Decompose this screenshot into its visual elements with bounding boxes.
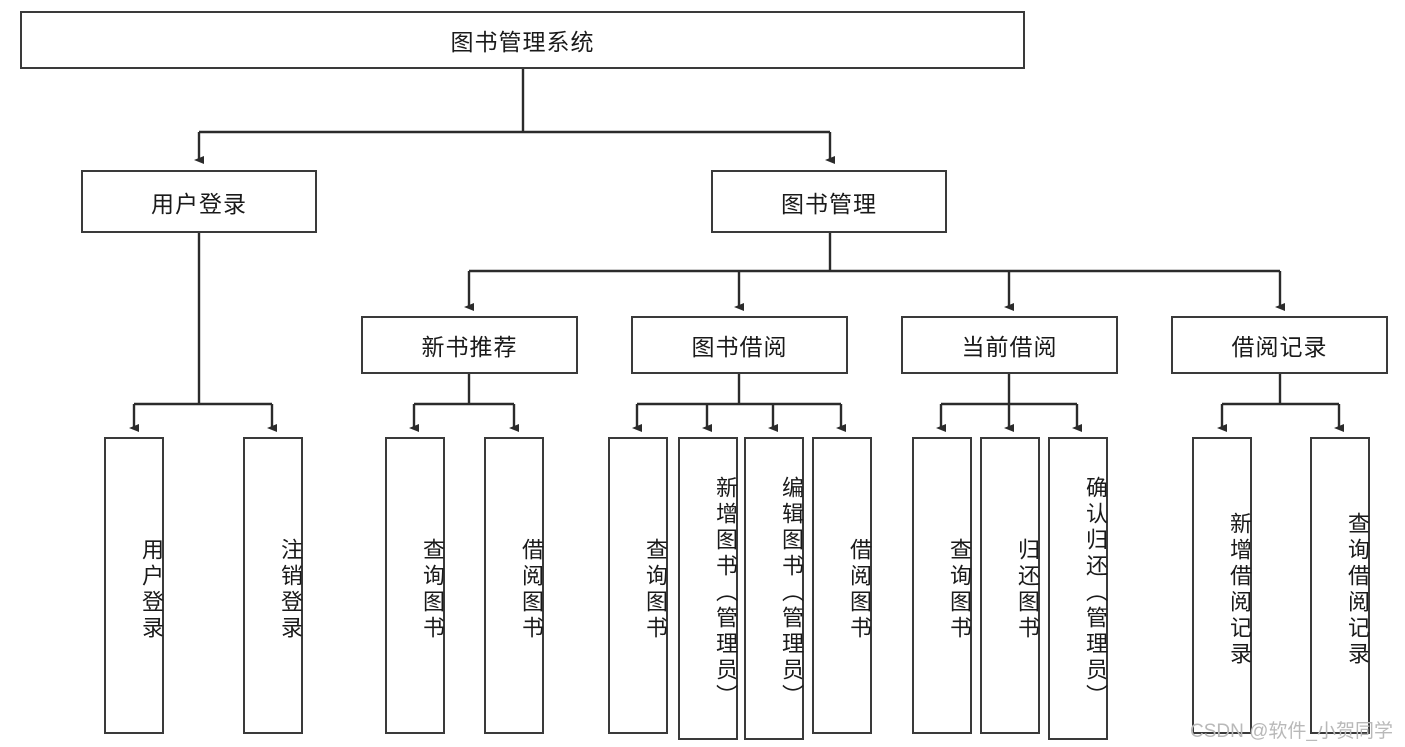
node-root-system[interactable]: 图书管理系统 xyxy=(20,11,1025,69)
leaf-new-book-borrow[interactable]: 借阅图书 xyxy=(484,437,544,734)
node-user-login[interactable]: 用户登录 xyxy=(81,170,317,233)
leaf-current-confirm-return-admin[interactable]: 确认归还（管理员） xyxy=(1048,437,1108,740)
leaf-record-add[interactable]: 新增借阅记录 xyxy=(1192,437,1252,734)
leaf-current-query-book[interactable]: 查询图书 xyxy=(912,437,972,734)
leaf-user-login-signin[interactable]: 用户登录 xyxy=(104,437,164,734)
leaf-current-return-book[interactable]: 归还图书 xyxy=(980,437,1040,734)
node-borrow-record[interactable]: 借阅记录 xyxy=(1171,316,1388,374)
leaf-borrow-borrow-book[interactable]: 借阅图书 xyxy=(812,437,872,734)
leaf-borrow-query-book[interactable]: 查询图书 xyxy=(608,437,668,734)
leaf-borrow-add-book-admin[interactable]: 新增图书（管理员） xyxy=(678,437,738,740)
leaf-new-book-query[interactable]: 查询图书 xyxy=(385,437,445,734)
node-new-book-recommend[interactable]: 新书推荐 xyxy=(361,316,578,374)
node-book-management[interactable]: 图书管理 xyxy=(711,170,947,233)
csdn-watermark: CSDN @软件_小贺同学 xyxy=(1190,721,1393,742)
leaf-user-login-signout[interactable]: 注销登录 xyxy=(243,437,303,734)
node-book-borrow[interactable]: 图书借阅 xyxy=(631,316,848,374)
leaf-record-query[interactable]: 查询借阅记录 xyxy=(1310,437,1370,734)
leaf-borrow-edit-book-admin[interactable]: 编辑图书（管理员） xyxy=(744,437,804,740)
node-current-borrow[interactable]: 当前借阅 xyxy=(901,316,1118,374)
